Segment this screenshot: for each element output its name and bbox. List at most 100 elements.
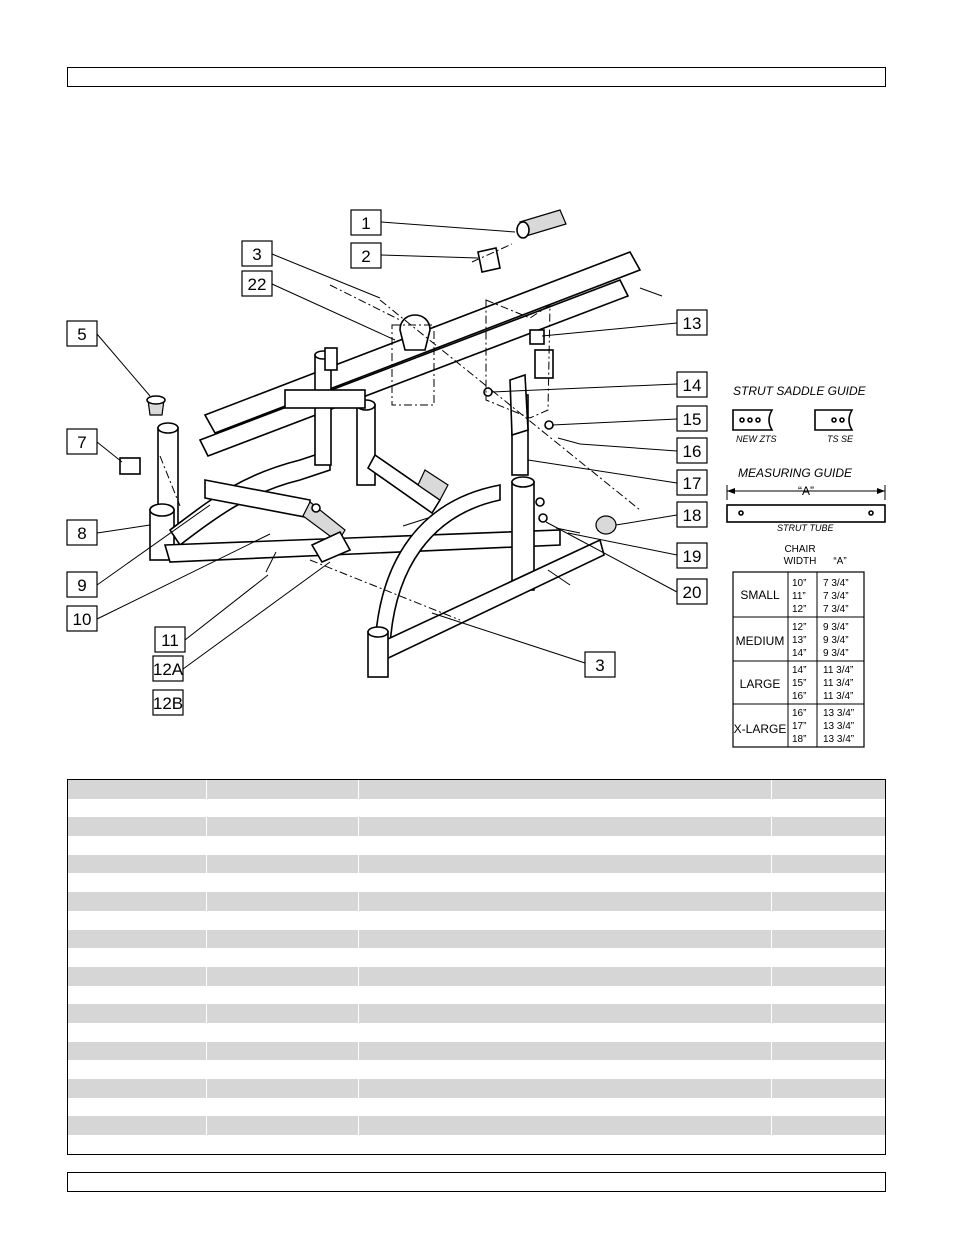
svg-text:7 3/4”: 7 3/4”: [823, 578, 849, 589]
table-row: [68, 798, 885, 818]
table-row: [68, 985, 885, 1005]
table-row: [68, 1004, 885, 1023]
svg-text:15: 15: [683, 410, 702, 429]
table-cell: [359, 1041, 772, 1061]
svg-text:13 3/4”: 13 3/4”: [823, 721, 854, 732]
callout-9: 9: [66, 504, 211, 598]
table-cell: [68, 1097, 207, 1117]
table-cell: [772, 986, 885, 1005]
svg-text:11 3/4”: 11 3/4”: [823, 678, 853, 689]
table-row: [68, 780, 885, 799]
table-row: [68, 892, 885, 911]
svg-text:7 3/4”: 7 3/4”: [823, 591, 849, 602]
table-cell: [359, 1004, 772, 1023]
table-cell: [207, 985, 359, 1005]
table-cell: [359, 910, 772, 930]
table-cell: [68, 780, 207, 799]
table-cell: [772, 1098, 885, 1117]
table-cell: [68, 948, 207, 967]
svg-text:13 3/4”: 13 3/4”: [823, 708, 854, 719]
svg-text:18”: 18”: [792, 734, 806, 745]
svg-text:1: 1: [361, 214, 370, 233]
table-cell: [207, 854, 359, 874]
callout-17: 17: [527, 459, 708, 496]
table-cell: [359, 966, 772, 986]
svg-text:17: 17: [683, 474, 702, 493]
table-cell: [207, 929, 359, 949]
svg-text:MEDIUM: MEDIUM: [736, 634, 785, 648]
svg-text:11 3/4”: 11 3/4”: [823, 665, 853, 676]
svg-text:12A: 12A: [153, 660, 184, 679]
svg-text:9: 9: [77, 576, 86, 595]
svg-text:12”: 12”: [792, 604, 806, 615]
svg-text:3: 3: [595, 656, 604, 675]
table-cell: [68, 910, 207, 930]
frame-illustration: [119, 209, 663, 678]
callout-11: 11: [154, 574, 269, 653]
svg-text:“A”: “A”: [798, 484, 814, 498]
callout-22: 22: [241, 270, 396, 341]
table-cell: [68, 1041, 207, 1061]
table-cell: [68, 1022, 207, 1042]
svg-text:8: 8: [77, 524, 86, 543]
table-cell: [68, 1079, 207, 1098]
table-cell: [207, 910, 359, 930]
table-cell: [772, 836, 885, 855]
svg-text:16”: 16”: [792, 708, 806, 719]
svg-text:9 3/4”: 9 3/4”: [823, 635, 849, 646]
svg-text:SMALL: SMALL: [740, 588, 780, 602]
svg-text:“A”: “A”: [833, 556, 846, 567]
svg-text:12B: 12B: [153, 694, 183, 713]
table-cell: [359, 798, 772, 818]
svg-text:7: 7: [77, 433, 86, 452]
table-cell: [68, 1060, 207, 1079]
table-cell: [68, 966, 207, 986]
svg-text:CHAIR: CHAIR: [784, 544, 815, 555]
table-cell: [207, 966, 359, 986]
table-cell: [359, 780, 772, 799]
table-cell: [207, 1022, 359, 1042]
svg-text:NEW ZTS: NEW ZTS: [736, 434, 777, 444]
table-cell: [68, 1135, 207, 1154]
table-row: [68, 910, 885, 930]
svg-text:14”: 14”: [792, 648, 806, 659]
table-cell: [359, 1116, 772, 1136]
table-cell: [359, 985, 772, 1005]
table-cell: [772, 873, 885, 892]
callout-12a: 12A: [152, 561, 331, 682]
table-row: [68, 817, 885, 837]
svg-text:22: 22: [248, 275, 267, 294]
measuring-guide: MEASURING GUIDE “A” STRUT TUBE: [726, 466, 886, 533]
svg-text:3: 3: [252, 245, 261, 264]
svg-text:20: 20: [683, 583, 702, 602]
table-cell: [207, 798, 359, 818]
callout-5: 5: [66, 320, 151, 397]
table-cell: [772, 799, 885, 818]
table-cell: [207, 1097, 359, 1117]
callout-14: 14: [491, 371, 708, 398]
table-cell: [68, 1116, 207, 1136]
table-row: [68, 1022, 885, 1042]
svg-text:11”: 11”: [792, 591, 806, 602]
table-cell: [68, 1004, 207, 1023]
svg-text:9 3/4”: 9 3/4”: [823, 622, 849, 633]
svg-text:16: 16: [683, 442, 702, 461]
svg-text:WIDTH: WIDTH: [784, 556, 817, 567]
table-cell: [359, 873, 772, 893]
table-cell: [359, 1079, 772, 1098]
strut-saddle-guide: STRUT SADDLE GUIDE NEW ZTS TS SE: [732, 384, 867, 444]
table-cell: [207, 948, 359, 967]
callout-3-top: 3: [241, 240, 381, 299]
table-cell: [207, 817, 359, 837]
svg-text:14: 14: [683, 376, 702, 395]
table-row: [68, 854, 885, 874]
table-cell: [68, 836, 207, 855]
svg-text:11 3/4”: 11 3/4”: [823, 691, 853, 702]
table-cell: [68, 817, 207, 837]
svg-text:17”: 17”: [792, 721, 806, 732]
svg-text:13 3/4”: 13 3/4”: [823, 734, 854, 745]
table-cell: [68, 854, 207, 874]
svg-text:13”: 13”: [792, 635, 806, 646]
table-cell: [207, 1116, 359, 1136]
svg-text:7 3/4”: 7 3/4”: [823, 604, 849, 615]
